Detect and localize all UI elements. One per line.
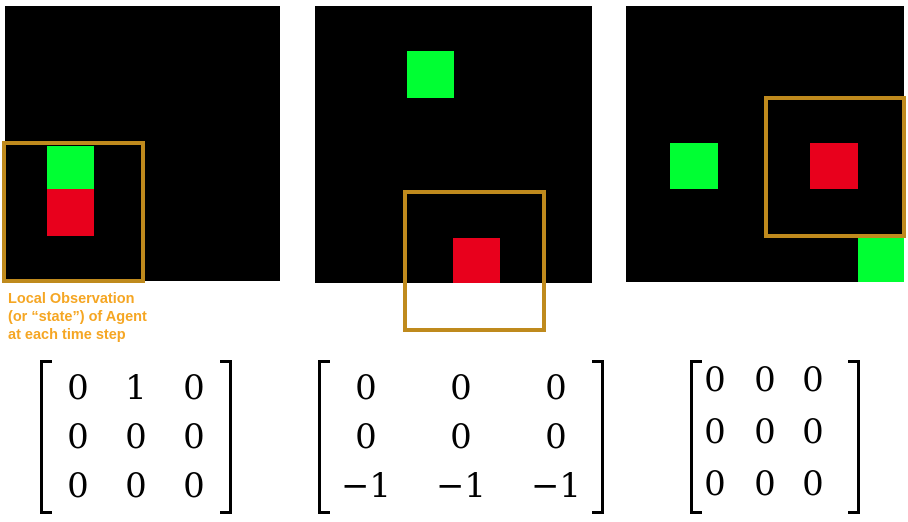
matrix-cell: 0 bbox=[545, 417, 567, 457]
right-bracket bbox=[592, 360, 604, 514]
right-bracket bbox=[848, 360, 860, 514]
matrix-cell: 1 bbox=[125, 368, 147, 408]
state-matrix-2: 0 0 0 0 0 0 −1 −1 −1 bbox=[318, 360, 604, 514]
goal-cell bbox=[670, 143, 718, 189]
matrix-cell: 0 bbox=[450, 368, 472, 408]
matrix-cell: −1 bbox=[435, 466, 487, 506]
matrix-cell: 0 bbox=[67, 368, 89, 408]
matrix-cell: 0 bbox=[67, 466, 89, 506]
matrix-cell: 0 bbox=[67, 417, 89, 457]
matrix-cell: 0 bbox=[125, 466, 147, 506]
goal-cell-edge bbox=[858, 236, 904, 282]
observation-window-3 bbox=[764, 96, 906, 238]
caption-line-3: at each time step bbox=[8, 327, 126, 343]
matrix-cell: 0 bbox=[704, 464, 726, 504]
matrix-cell: −1 bbox=[340, 466, 392, 506]
matrix-cell: 0 bbox=[704, 360, 726, 400]
matrix-cell: 0 bbox=[802, 360, 824, 400]
matrix-cell: 0 bbox=[754, 464, 776, 504]
left-bracket bbox=[690, 360, 702, 514]
matrix-cell: 0 bbox=[545, 368, 567, 408]
matrix-cell: −1 bbox=[530, 466, 582, 506]
state-matrix-1: 0 1 0 0 0 0 0 0 0 bbox=[40, 360, 232, 514]
matrix-cell: 0 bbox=[802, 412, 824, 452]
goal-cell bbox=[47, 146, 94, 189]
matrix-cell: 0 bbox=[125, 417, 147, 457]
left-bracket bbox=[318, 360, 330, 514]
matrix-cell: 0 bbox=[355, 368, 377, 408]
observation-window-1 bbox=[2, 141, 145, 283]
caption-line-2: (or “state”) of Agent bbox=[8, 309, 147, 325]
matrix-cell: 0 bbox=[754, 360, 776, 400]
agent-cell bbox=[453, 238, 500, 283]
matrix-cell: 0 bbox=[355, 417, 377, 457]
observation-window-2 bbox=[403, 190, 546, 332]
matrix-cell: 0 bbox=[754, 412, 776, 452]
left-bracket bbox=[40, 360, 52, 514]
observation-caption: Local Observation (or “state”) of Agent … bbox=[8, 290, 208, 344]
state-matrix-3: 0 0 0 0 0 0 0 0 0 bbox=[690, 360, 860, 514]
right-bracket bbox=[220, 360, 232, 514]
matrix-cell: 0 bbox=[183, 466, 205, 506]
matrix-cell: 0 bbox=[450, 417, 472, 457]
goal-cell bbox=[407, 51, 454, 98]
matrix-cell: 0 bbox=[802, 464, 824, 504]
matrix-cell: 0 bbox=[183, 417, 205, 457]
matrix-cell: 0 bbox=[183, 368, 205, 408]
agent-cell bbox=[810, 143, 858, 189]
agent-cell bbox=[47, 189, 94, 236]
matrix-cell: 0 bbox=[704, 412, 726, 452]
caption-line-1: Local Observation bbox=[8, 291, 135, 307]
